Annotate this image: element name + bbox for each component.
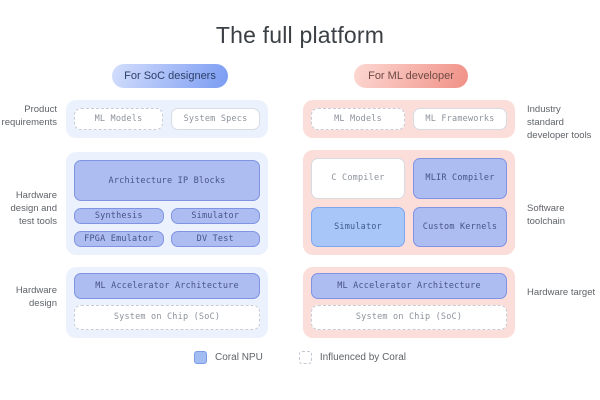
label-industry-standard-developer-tools: Industry standard developer tools [527,104,592,141]
box-synthesis: Synthesis [74,208,164,224]
box-custom-kernels: Custom Kernels [413,206,507,247]
panel-hardware-target: ML Accelerator Architecture System on Ch… [303,267,515,338]
panel-hardware-design: ML Accelerator Architecture System on Ch… [66,267,268,338]
box-architecture-ip-blocks: Architecture IP Blocks [74,160,260,201]
label-hardware-design: Hardware design [15,285,57,309]
box-ml-models-right: ML Models [311,108,405,130]
legend-item-influenced-by-coral: Influenced by Coral [298,351,406,364]
panel-product-requirements: ML Models System Specs [66,100,268,138]
box-ml-accelerator-architecture-left: ML Accelerator Architecture [74,273,260,299]
box-dv-test: DV Test [170,231,260,247]
label-product-requirements: Product requirements [1,104,57,128]
legend-item-coral-npu: Coral NPU [194,351,263,364]
pill-for-ml-developer: For ML developer [354,64,468,88]
influenced-by-coral-swatch-icon [298,351,312,364]
panel-industry-standard-developer-tools: ML Models ML Frameworks [303,100,515,138]
coral-npu-swatch-icon [194,351,208,364]
label-hardware-design-and-test-tools: Hardware design and test tools [10,190,57,227]
box-fpga-emulator: FPGA Emulator [74,231,164,247]
legend-coral-npu-label: Coral NPU [215,352,263,363]
label-hardware-target: Hardware target [527,287,596,298]
box-system-specs: System Specs [171,108,260,130]
box-simulator-right: Simulator [311,206,405,247]
box-c-compiler: C Compiler [311,158,405,199]
box-ml-accelerator-architecture-right: ML Accelerator Architecture [311,273,507,299]
legend-influenced-by-coral-label: Influenced by Coral [319,352,406,363]
pill-for-soc-designers: For SoC designers [112,64,228,88]
panel-software-toolchain: C Compiler MLIR Compiler Simulator Custo… [303,150,515,255]
box-ml-frameworks: ML Frameworks [413,108,507,130]
box-simulator-left: Simulator [170,208,260,224]
legend: Coral NPU Influenced by Coral [0,351,600,364]
box-system-on-chip-left: System on Chip (SoC) [74,304,260,330]
label-software-toolchain: Software toolchain [527,203,566,227]
box-system-on-chip-right: System on Chip (SoC) [311,304,507,330]
page-title: The full platform [215,22,385,48]
box-mlir-compiler: MLIR Compiler [413,158,507,199]
panel-hardware-design-test-tools: Architecture IP Blocks Synthesis Simulat… [66,152,268,255]
box-ml-models-left: ML Models [74,108,163,130]
